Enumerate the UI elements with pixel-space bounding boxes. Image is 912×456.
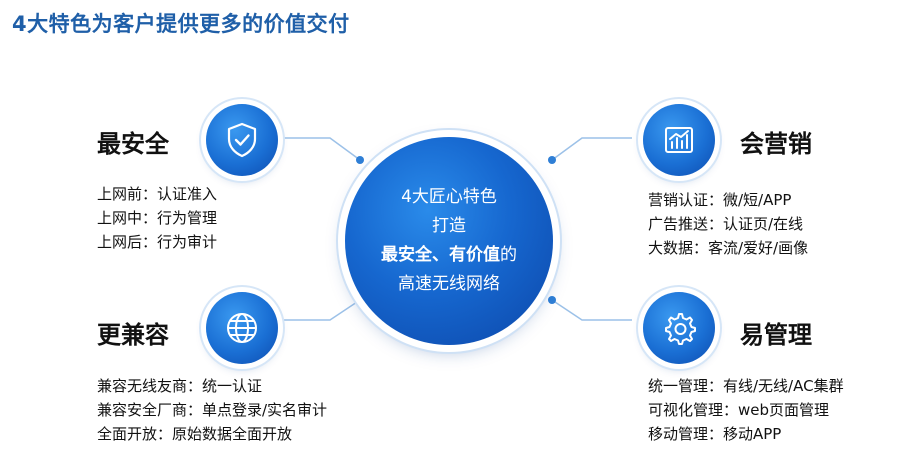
- compat-heading: 更兼容: [97, 321, 169, 349]
- compat-line: 兼容无线友商：统一认证: [97, 377, 263, 395]
- marketing-line: 广告推送：认证页/在线: [648, 215, 804, 233]
- connector-dot: [548, 156, 556, 164]
- center-line-3: 最安全、有价值的: [381, 241, 517, 270]
- marketing-heading: 会营销: [740, 130, 812, 158]
- security-heading: 最安全: [97, 130, 169, 158]
- compat-line: 兼容安全厂商：单点登录/实名审计: [97, 401, 328, 419]
- center-circle: 4大匠心特色 打造 最安全、有价值的 高速无线网络: [345, 137, 553, 345]
- compat-desc: 兼容无线友商：统一认证 兼容安全厂商：单点登录/实名审计 全面开放：原始数据全面…: [97, 374, 327, 446]
- chart-icon: [665, 127, 693, 153]
- marketing-line: 营销认证：微/短/APP: [648, 191, 792, 209]
- compat-line: 全面开放：原始数据全面开放: [97, 425, 293, 443]
- compat-badge: [206, 292, 278, 364]
- management-desc: 统一管理：有线/无线/AC集群 可视化管理：web页面管理 移动管理：移动APP: [648, 374, 844, 446]
- management-badge: [643, 292, 715, 364]
- connector-dot: [548, 296, 556, 304]
- security-desc: 上网前：认证准入 上网中：行为管理 上网后：行为审计: [97, 182, 217, 254]
- center-line-2: 打造: [432, 216, 466, 236]
- marketing-badge: [643, 104, 715, 176]
- center-highlight: 最安全、有价值: [381, 245, 500, 265]
- management-heading: 易管理: [740, 321, 812, 349]
- gear-wrench-icon: [665, 313, 696, 345]
- security-line: 上网前：认证准入: [97, 185, 218, 203]
- marketing-desc: 营销认证：微/短/APP 广告推送：认证页/在线 大数据：客流/爱好/画像: [648, 188, 808, 260]
- security-line: 上网中：行为管理: [97, 209, 218, 227]
- shield-check-icon: [227, 122, 257, 158]
- security-line: 上网后：行为审计: [97, 233, 218, 251]
- marketing-line: 大数据：客流/爱好/画像: [648, 239, 809, 257]
- page-title: 4大特色为客户提供更多的价值交付: [12, 12, 350, 36]
- management-line: 统一管理：有线/无线/AC集群: [648, 377, 844, 395]
- center-line-1: 4大匠心特色: [401, 187, 497, 207]
- security-badge: [206, 104, 278, 176]
- management-line: 可视化管理：web页面管理: [648, 401, 830, 419]
- center-line-4: 高速无线网络: [398, 274, 500, 294]
- center-line-3-tail: 的: [500, 245, 517, 265]
- management-line: 移动管理：移动APP: [648, 425, 782, 443]
- connector-dot: [356, 156, 364, 164]
- globe-icon: [227, 313, 257, 343]
